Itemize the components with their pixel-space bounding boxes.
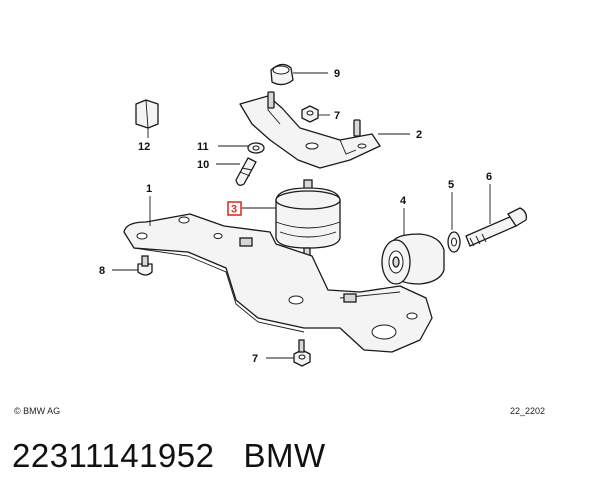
- callout-7-top: 7: [334, 110, 340, 122]
- part-9-rubber-stop: [270, 63, 294, 86]
- callout-4: 4: [400, 195, 407, 207]
- callout-3-highlight-box: [227, 201, 242, 216]
- brand-name: BMW: [243, 437, 326, 474]
- callout-9: 9: [334, 68, 340, 80]
- part-3-engine-mount: [275, 179, 341, 261]
- part-11-washer: [247, 142, 265, 154]
- part-4-bushing: [381, 233, 445, 285]
- copyright-label: © BMW AG: [14, 406, 60, 416]
- part-12-clip: [135, 99, 159, 129]
- part-7-nut-top: [301, 105, 319, 123]
- callout-1: 1: [146, 183, 152, 195]
- part-2-bracket: [239, 91, 381, 169]
- part-6-long-bolt: [465, 207, 528, 247]
- part-10-bolt: [235, 157, 257, 186]
- part-5-washer: [447, 231, 461, 253]
- part-number: 22311141952: [12, 437, 215, 474]
- part-7-nut-bottom: [293, 339, 311, 367]
- callout-7-bottom: 7: [252, 353, 258, 365]
- callout-6: 6: [486, 171, 492, 183]
- part-1-crossmember: [123, 213, 433, 353]
- part-8-bolt: [137, 255, 153, 276]
- callout-10: 10: [197, 159, 209, 171]
- callout-8: 8: [99, 265, 105, 277]
- callout-12: 12: [138, 141, 150, 153]
- callout-5: 5: [448, 179, 454, 191]
- callout-3: 3: [231, 204, 237, 216]
- callout-2: 2: [416, 129, 422, 141]
- part-number-caption: 22311141952 BMW: [12, 437, 326, 475]
- drawing-code-label: 22_2202: [510, 406, 545, 416]
- callout-11: 11: [197, 141, 209, 153]
